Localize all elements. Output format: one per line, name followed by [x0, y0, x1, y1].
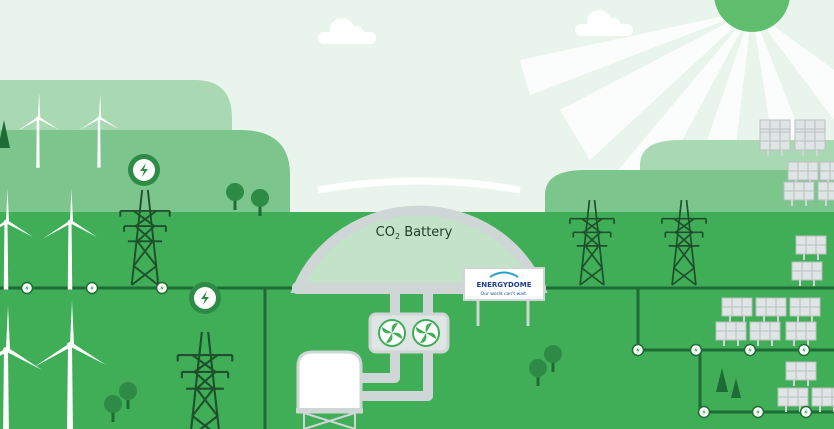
- tree-icon: [716, 368, 741, 398]
- fan-icon: [378, 319, 406, 347]
- storage-tank-icon: [296, 350, 363, 429]
- lightning-badge-icon: [189, 282, 221, 314]
- sign-brand: ENERGYDOME: [477, 281, 532, 289]
- energydome-sign: [463, 267, 545, 326]
- hill-right-mid: [545, 170, 834, 215]
- sun-icon: [520, 10, 834, 200]
- tree-icon: [0, 120, 10, 148]
- battery-label: CO2 Battery: [376, 225, 453, 241]
- lightning-badge-icon: [128, 154, 160, 186]
- hill-left-back: [0, 80, 232, 130]
- turbomachinery: [368, 312, 450, 354]
- sign-tagline: Our world can't wait.: [481, 291, 528, 297]
- fan-icon: [412, 319, 440, 347]
- sun: [714, 0, 790, 32]
